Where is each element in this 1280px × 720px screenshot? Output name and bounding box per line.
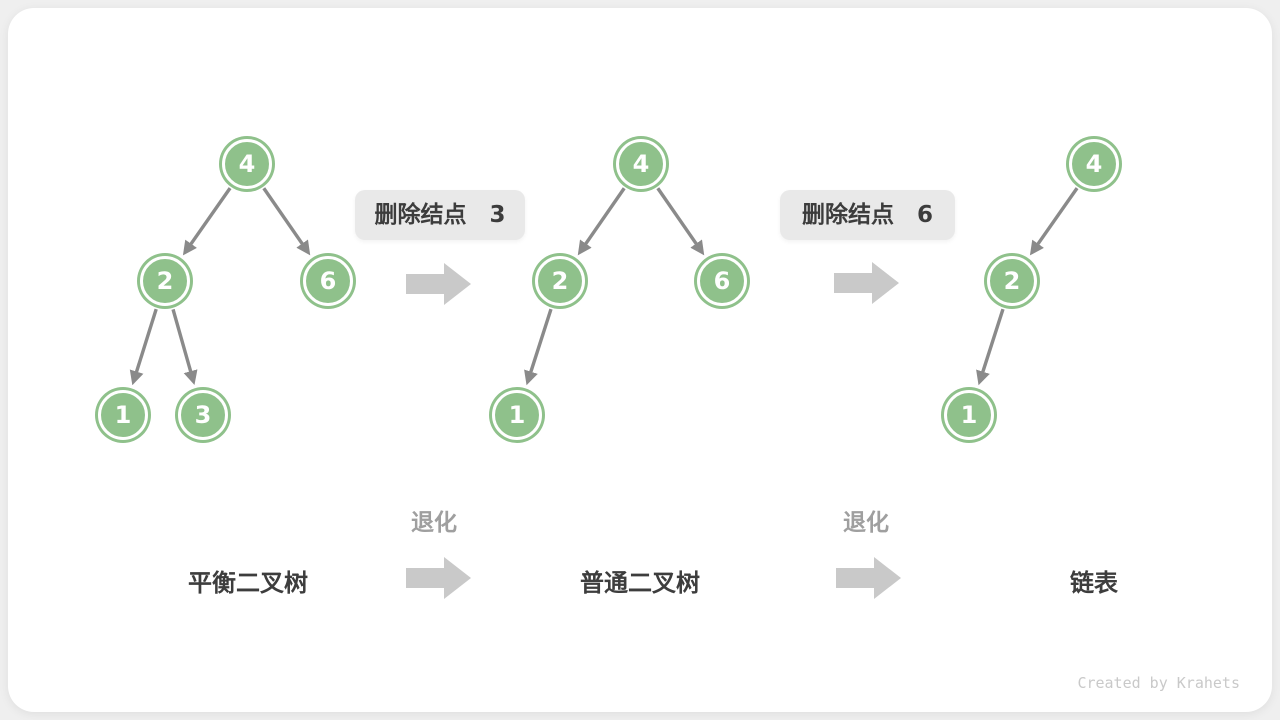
node-value: 2 <box>551 267 569 295</box>
operation-label: 删除结点 6 <box>780 190 955 240</box>
tree-node: 1 <box>944 390 994 440</box>
tree-node: 6 <box>303 256 353 306</box>
tree-node: 4 <box>222 139 272 189</box>
node-value: 6 <box>319 267 337 295</box>
node-value: 6 <box>713 267 731 295</box>
diagram-card <box>8 8 1272 712</box>
node-value: 1 <box>114 401 132 429</box>
operation-label: 删除结点 3 <box>355 190 525 240</box>
tree-node: 6 <box>697 256 747 306</box>
tree-caption-linked-list: 链表 <box>1070 569 1118 597</box>
node-value: 2 <box>1003 267 1021 295</box>
transition-arrow-icon <box>406 557 471 599</box>
watermark: Created by Krahets <box>1077 674 1240 692</box>
node-value: 1 <box>960 401 978 429</box>
tree-node: 2 <box>140 256 190 306</box>
node-value: 1 <box>508 401 526 429</box>
transition-arrow-icon <box>836 557 901 599</box>
tree-node: 3 <box>178 390 228 440</box>
tree-caption-ordinary-binary-tree: 普通二叉树 <box>580 569 700 597</box>
transition-arrow-icon <box>406 263 471 305</box>
tree-caption-balanced-binary-tree: 平衡二叉树 <box>188 569 308 597</box>
tree-node: 4 <box>1069 139 1119 189</box>
tree-node: 1 <box>98 390 148 440</box>
tree-node: 2 <box>987 256 1037 306</box>
tree-node: 2 <box>535 256 585 306</box>
node-value: 3 <box>194 401 212 429</box>
node-value: 4 <box>632 150 650 178</box>
node-value: 2 <box>156 267 174 295</box>
node-value: 4 <box>238 150 256 178</box>
tree-node: 4 <box>616 139 666 189</box>
transition-arrow-icon <box>834 262 899 304</box>
tree-node: 1 <box>492 390 542 440</box>
degrade-label: 退化 <box>411 510 457 536</box>
node-value: 4 <box>1085 150 1103 178</box>
degrade-label: 退化 <box>843 510 889 536</box>
